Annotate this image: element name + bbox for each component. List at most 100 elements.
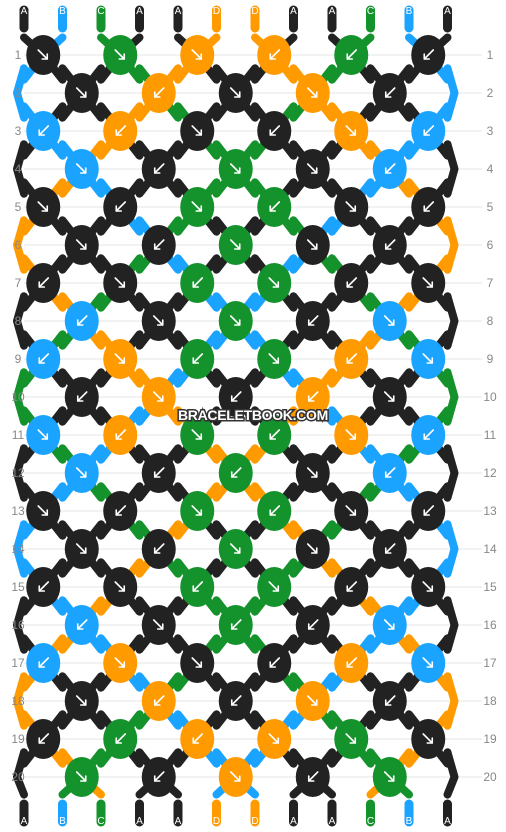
row-label-right: 3	[487, 124, 494, 138]
knot-arrow-icon	[192, 353, 204, 364]
strand-label-top: A	[136, 6, 143, 17]
knot	[103, 187, 138, 227]
knot-arrow-icon	[423, 201, 435, 212]
knot	[26, 719, 61, 759]
knot	[64, 681, 99, 721]
knot	[26, 263, 61, 303]
edge-strand-segment	[443, 748, 459, 799]
knot	[372, 225, 407, 265]
knot-arrow-icon	[152, 391, 164, 402]
knot-arrow-icon	[115, 429, 127, 440]
knot-arrow-icon	[422, 277, 434, 288]
knot	[372, 73, 407, 113]
knot	[334, 491, 369, 531]
edge-strand-segment	[13, 748, 28, 799]
knot	[411, 643, 446, 683]
knot-arrow-icon	[307, 391, 319, 402]
knot-arrow-icon	[307, 771, 319, 782]
knot	[411, 719, 446, 759]
knot	[334, 567, 369, 607]
knot	[218, 681, 253, 721]
knot	[218, 605, 253, 645]
knot	[372, 377, 407, 417]
knot-arrow-icon	[269, 201, 281, 212]
knot-arrow-icon	[345, 125, 357, 136]
knot	[295, 529, 330, 569]
knot-arrow-icon	[191, 657, 203, 668]
knot	[411, 263, 446, 303]
knot	[372, 453, 407, 493]
knot	[26, 111, 61, 151]
row-label-right: 1	[487, 48, 494, 62]
knot	[372, 529, 407, 569]
row-label-right: 17	[483, 656, 497, 670]
knot	[180, 111, 215, 151]
watermark-logo: BRACELETBOOK.COM	[178, 407, 328, 423]
row-label-right: 12	[483, 466, 497, 480]
knot-arrow-icon	[75, 467, 87, 478]
knot-arrow-icon	[114, 277, 126, 288]
knot-arrow-icon	[306, 163, 318, 174]
knot	[334, 643, 369, 683]
knot-arrow-icon	[38, 657, 50, 668]
knot	[295, 757, 330, 797]
knot	[411, 567, 446, 607]
knot-arrow-icon	[152, 315, 164, 326]
knot	[26, 415, 61, 455]
knot	[26, 35, 61, 75]
knot-arrow-icon	[422, 733, 434, 744]
knot	[257, 339, 292, 379]
row-label-left: 13	[11, 504, 25, 518]
knot	[257, 415, 292, 455]
row-label-left: 20	[11, 770, 25, 784]
row-label-left: 2	[15, 86, 22, 100]
knot-arrow-icon	[115, 125, 127, 136]
knot-arrow-icon	[153, 87, 165, 98]
knot	[141, 377, 176, 417]
knot-arrow-icon	[38, 733, 50, 744]
knot-arrow-icon	[306, 467, 318, 478]
knot-arrow-icon	[192, 277, 204, 288]
knot-grid	[26, 35, 446, 797]
knot	[64, 225, 99, 265]
strand-label-top: D	[213, 6, 220, 17]
knot-arrow-icon	[384, 163, 396, 174]
knot-arrow-icon	[383, 315, 395, 326]
row-label-right: 15	[483, 580, 497, 594]
knot-arrow-icon	[384, 87, 396, 98]
knot-arrow-icon	[384, 467, 396, 478]
row-label-right: 13	[483, 504, 497, 518]
knot-arrow-icon	[229, 163, 241, 174]
row-label-left: 5	[15, 200, 22, 214]
knot-arrow-icon	[191, 125, 203, 136]
knot-arrow-icon	[114, 353, 126, 364]
knot	[295, 301, 330, 341]
strand-label-bottom: A	[136, 816, 143, 827]
knot-arrow-icon	[230, 695, 242, 706]
knot-arrow-icon	[75, 163, 87, 174]
strand-label-top: D	[251, 6, 258, 17]
knot	[141, 529, 176, 569]
row-label-left: 7	[15, 276, 22, 290]
strand-label-top: A	[329, 6, 336, 17]
knot	[141, 73, 176, 113]
knot-arrow-icon	[191, 429, 203, 440]
knot-arrow-icon	[383, 391, 395, 402]
row-label-right: 16	[483, 618, 497, 632]
strand-label-bottom: A	[444, 816, 451, 827]
knot	[257, 643, 292, 683]
strand-label-bottom: A	[329, 816, 336, 827]
knot-arrow-icon	[306, 695, 318, 706]
strand-label-bottom: D	[251, 816, 258, 827]
strand-label-bottom: A	[21, 816, 28, 827]
knot	[257, 187, 292, 227]
knot	[295, 453, 330, 493]
knot	[411, 187, 446, 227]
row-label-left: 16	[11, 618, 25, 632]
row-label-left: 14	[11, 542, 25, 556]
row-label-right: 8	[487, 314, 494, 328]
knot	[64, 529, 99, 569]
knot-arrow-icon	[153, 543, 165, 554]
knot-arrow-icon	[346, 277, 358, 288]
